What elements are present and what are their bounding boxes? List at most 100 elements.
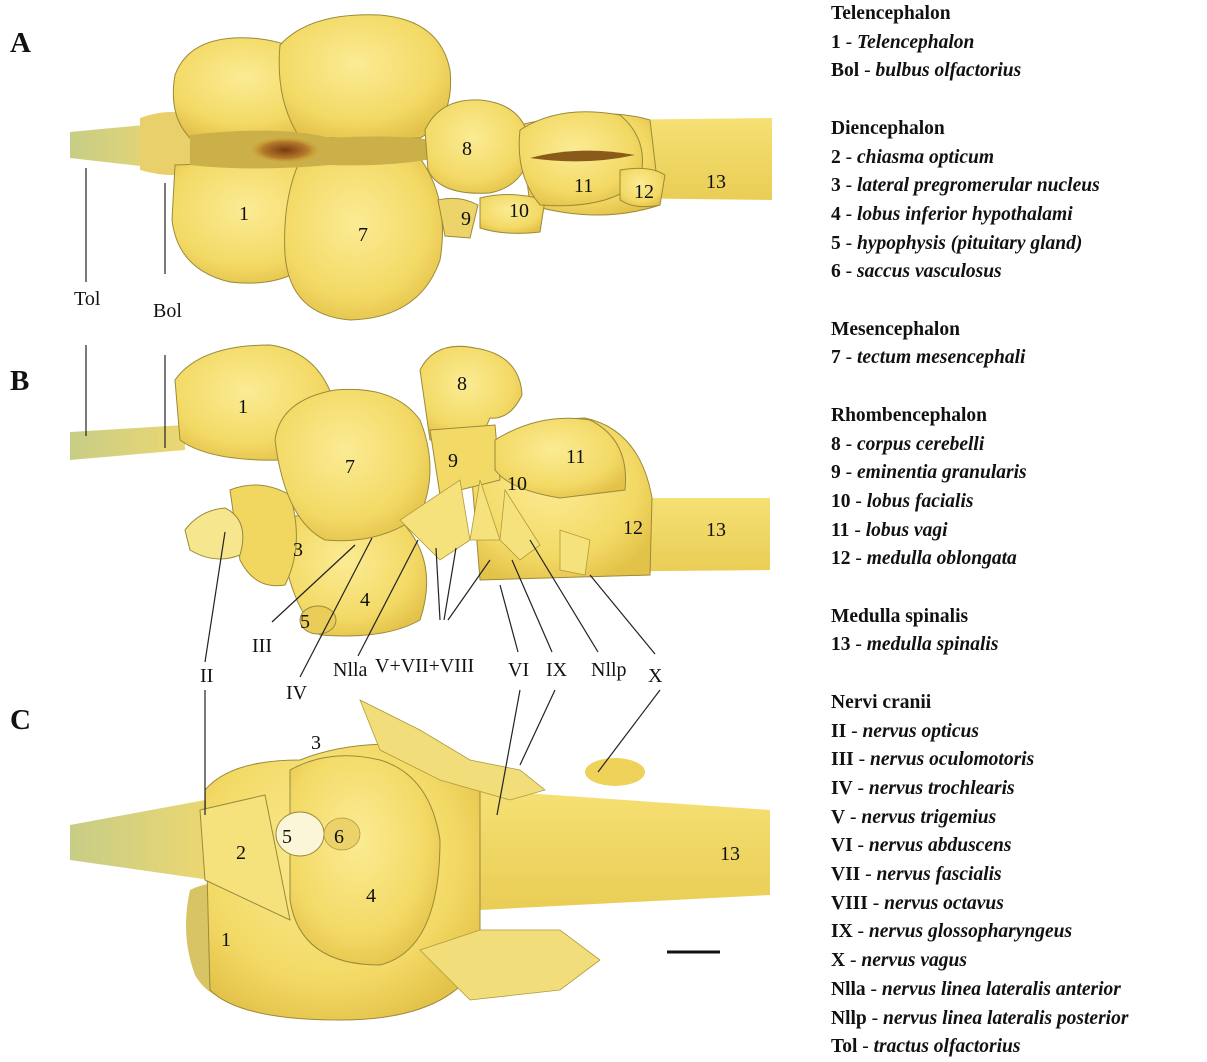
granular-eminence-9-a — [438, 198, 478, 238]
legend-abbr: 2 — [831, 147, 841, 168]
legend-sep: - — [849, 520, 865, 541]
legend-sep: - — [860, 864, 876, 885]
legend-desc: medulla oblongata — [867, 548, 1017, 569]
legend-entry: 13 - medulla spinalis — [831, 631, 1201, 660]
legend-desc: lobus facialis — [867, 491, 974, 512]
legend-entry: III - nervus oculomotoris — [831, 746, 1201, 775]
panel-a-letter: A — [10, 27, 31, 59]
label-b-11: 11 — [566, 446, 585, 468]
label-ix: IX — [546, 659, 568, 681]
label-b-8: 8 — [457, 373, 467, 395]
legend-entry: 10 - lobus facialis — [831, 488, 1201, 517]
legend-entry: VII - nervus fascialis — [831, 861, 1201, 890]
label-a-9: 9 — [461, 208, 471, 230]
legend-abbr: 5 — [831, 233, 841, 254]
legend-abbr: Nlla — [831, 979, 866, 1000]
cerebellum-8-b — [420, 346, 522, 440]
olfactory-tract-c — [70, 800, 210, 880]
legend-desc: chiasma opticum — [857, 147, 994, 168]
legend-desc: saccus vasculosus — [857, 261, 1002, 282]
legend-section-title: Mesencephalon — [831, 316, 1201, 345]
legend-section-nervi-cranii: Nervi cranii II - nervus opticus III - n… — [831, 689, 1201, 1062]
legend-section-title: Medulla spinalis — [831, 603, 1201, 632]
legend-entry: II - nervus opticus — [831, 718, 1201, 747]
label-iii: III — [252, 635, 272, 657]
legend-sep: - — [845, 807, 861, 828]
legend-desc: nervus oculomotoris — [870, 749, 1034, 770]
legend-sep: - — [851, 548, 867, 569]
label-c-5: 5 — [282, 826, 292, 848]
label-vi: VI — [508, 659, 529, 681]
hypothalamic-lobe-4-c — [290, 756, 440, 965]
legend-sep: - — [853, 778, 869, 799]
legend-desc: medulla spinalis — [867, 634, 999, 655]
legend-sep: - — [853, 835, 869, 856]
legend-sep: - — [846, 721, 862, 742]
legend-section-title: Rhombencephalon — [831, 402, 1201, 431]
leader-vi — [500, 585, 518, 652]
legend-section-diencephalon: Diencephalon 2 - chiasma opticum 3 - lat… — [831, 115, 1201, 287]
label-a-11: 11 — [574, 175, 593, 197]
legend-desc: nervus trochlearis — [869, 778, 1015, 799]
legend-entry: Nllp - nervus linea lateralis posterior — [831, 1005, 1201, 1034]
legend-entry: 7 - tectum mesencephali — [831, 344, 1201, 373]
label-a-10: 10 — [509, 200, 529, 222]
legend-desc: nervus opticus — [862, 721, 978, 742]
legend-sep: - — [841, 204, 857, 225]
panel-b: B 1 3 4 5 7 8 9 10 11 12 1 — [10, 345, 770, 704]
legend-abbr: X — [831, 950, 845, 971]
label-a-13: 13 — [706, 171, 726, 193]
pineal-shadow-a — [247, 136, 323, 164]
legend-section-mesencephalon: Mesencephalon 7 - tectum mesencephali — [831, 316, 1201, 373]
legend-entry: 5 - hypophysis (pituitary gland) — [831, 230, 1201, 259]
legend-section-title: Diencephalon — [831, 115, 1201, 144]
legend-abbr: 1 — [831, 32, 841, 53]
legend-desc: bulbus olfactorius — [875, 60, 1021, 81]
legend-abbr: 6 — [831, 261, 841, 282]
legend-entry: 11 - lobus vagi — [831, 517, 1201, 546]
legend-entry: 6 - saccus vasculosus — [831, 258, 1201, 287]
label-c-4: 4 — [366, 885, 376, 907]
olfactory-tract-b — [70, 425, 185, 460]
label-c-2: 2 — [236, 842, 246, 864]
panel-b-letter: B — [10, 365, 29, 397]
label-a-1: 1 — [239, 203, 249, 225]
legend-abbr: Nllp — [831, 1008, 867, 1029]
legend-sep: - — [841, 147, 857, 168]
label-c-1: 1 — [221, 929, 231, 951]
legend-sep: - — [868, 893, 884, 914]
label-x: X — [648, 665, 663, 687]
legend-abbr: III — [831, 749, 854, 770]
legend-entry: 12 - medulla oblongata — [831, 545, 1201, 574]
label-c-6: 6 — [334, 826, 344, 848]
legend-sep: - — [841, 175, 857, 196]
legend-desc: lateral pregromerular nucleus — [857, 175, 1100, 196]
label-b-9: 9 — [448, 450, 458, 472]
legend-sep: - — [853, 921, 869, 942]
cerebellum-8-a — [425, 100, 530, 193]
label-nllp: Nllp — [591, 659, 627, 681]
label-ii: II — [200, 665, 213, 687]
legend-desc: nervus linea lateralis posterior — [883, 1008, 1128, 1029]
legend-abbr: 10 — [831, 491, 851, 512]
legend-entry: IX - nervus glossopharyngeus — [831, 918, 1201, 947]
panel-a: A Tol Bol 1 7 8 9 10 11 12 13 — [10, 15, 772, 322]
leader-x — [590, 575, 655, 654]
legend-abbr: IX — [831, 921, 853, 942]
legend-entry: X - nervus vagus — [831, 947, 1201, 976]
legend-abbr: VIII — [831, 893, 868, 914]
legend-entry: Tol - tractus olfactorius — [831, 1033, 1201, 1062]
label-a-12: 12 — [634, 181, 654, 203]
legend-abbr: 11 — [831, 520, 849, 541]
legend-desc: nervus abduscens — [869, 835, 1011, 856]
label-a-7: 7 — [358, 224, 368, 246]
legend-entry: Nlla - nervus linea lateralis anterior — [831, 976, 1201, 1005]
legend-entry: 2 - chiasma opticum — [831, 144, 1201, 173]
legend-desc: lobus vagi — [866, 520, 948, 541]
legend-entry: 1 - Telencephalon — [831, 29, 1201, 58]
legend-entry: 8 - corpus cerebelli — [831, 431, 1201, 460]
legend-sep: - — [845, 950, 861, 971]
label-tol: Tol — [74, 288, 101, 310]
label-c-3: 3 — [311, 732, 321, 754]
legend-entry: IV - nervus trochlearis — [831, 775, 1201, 804]
